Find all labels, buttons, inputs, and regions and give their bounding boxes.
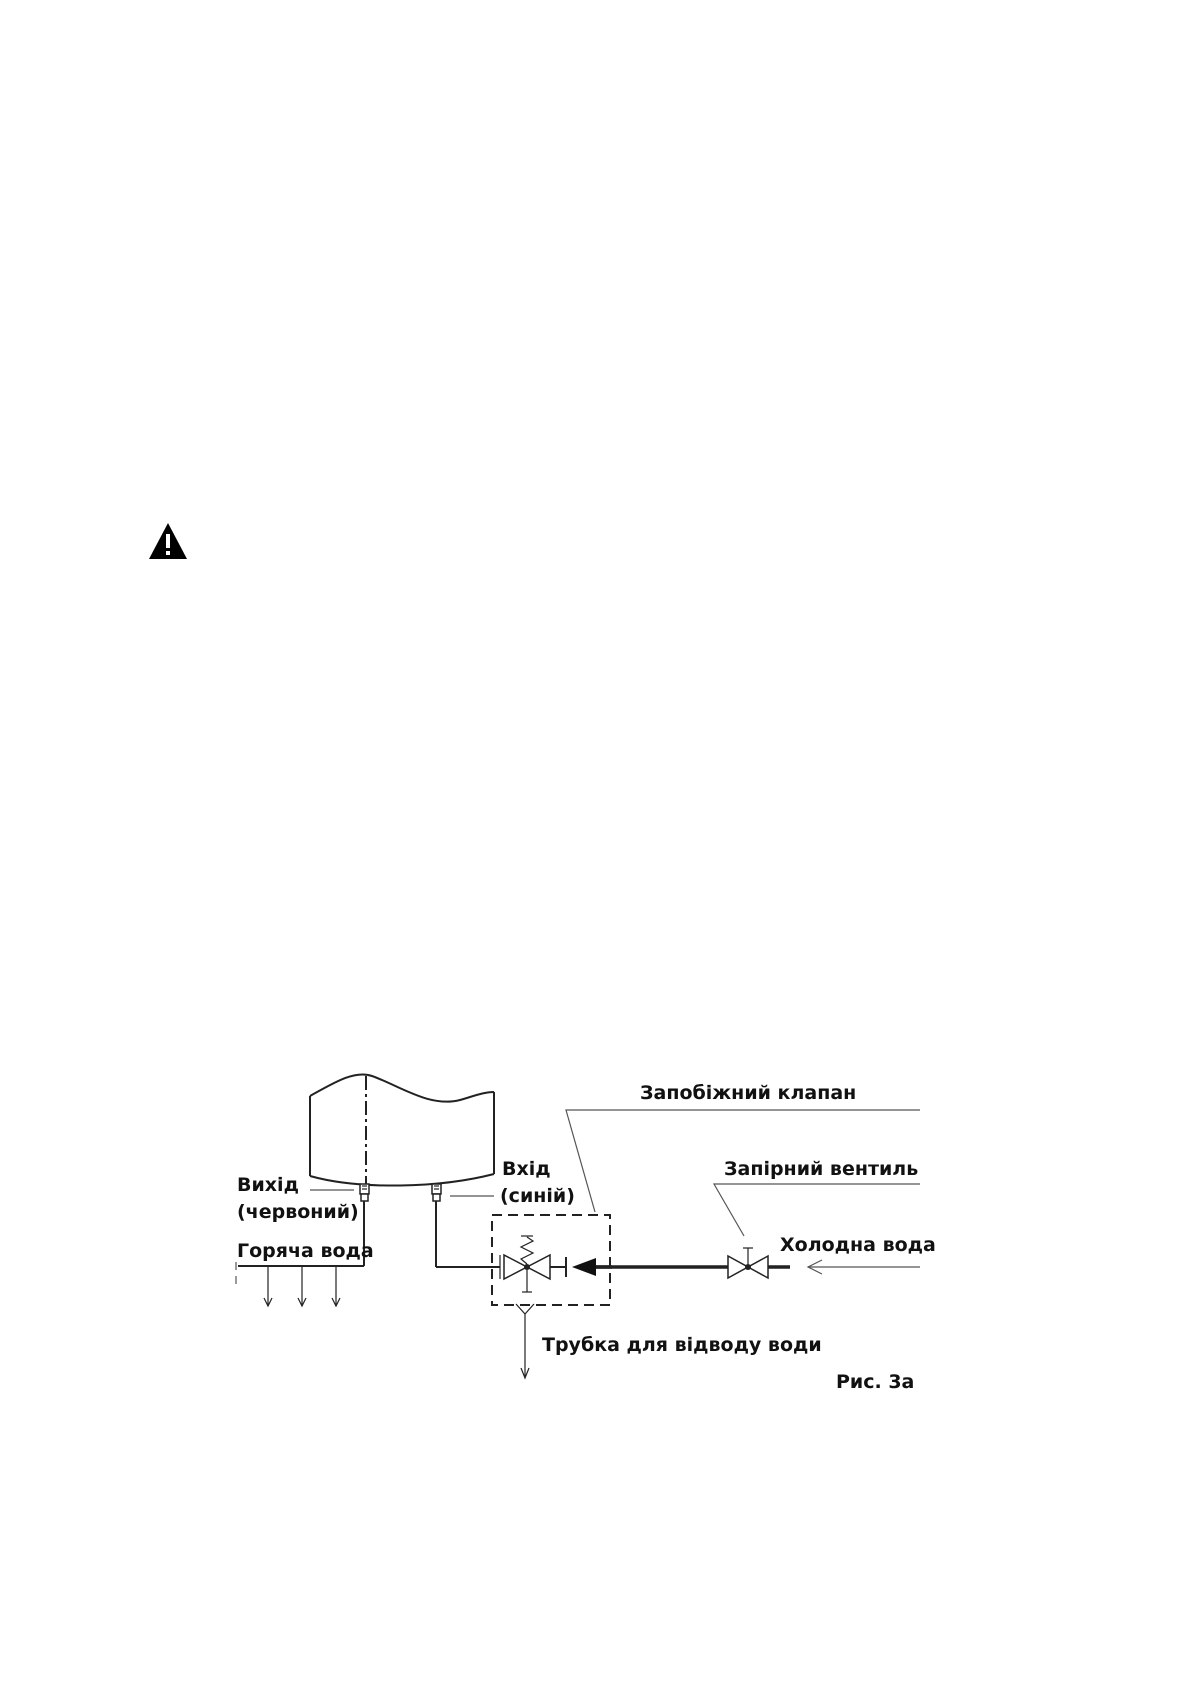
safety-valve-leader-line: [565, 1109, 920, 1213]
cold-water-pipe: [435, 1201, 790, 1269]
shutoff-valve-leader-line: [712, 1183, 920, 1237]
hot-water-pipe: [235, 1201, 365, 1308]
water-heater-tank: [309, 1073, 495, 1187]
outlet-label: Вихід: [237, 1174, 299, 1196]
drain-tube-label: Трубка для відводу води: [542, 1334, 822, 1356]
outlet-fitting: [359, 1183, 370, 1202]
shutoff-valve-label: Запірний вентиль: [724, 1158, 918, 1180]
cold-water-inlet-arrow: [806, 1259, 920, 1275]
inlet-fitting: [431, 1183, 442, 1202]
warning-triangle-icon: [149, 523, 187, 559]
drain-tube: [515, 1303, 535, 1380]
safety-valve-label: Запобіжний клапан: [640, 1082, 856, 1104]
inlet-label: Вхід: [502, 1158, 551, 1180]
inlet-color-label: (синій): [500, 1185, 575, 1207]
figure-caption: Рис. 3а: [836, 1371, 914, 1393]
shutoff-valve: [727, 1247, 769, 1280]
safety-valve-assembly: [491, 1214, 612, 1306]
hot-water-label: Горяча вода: [237, 1240, 374, 1262]
outlet-color-label: (червоний): [237, 1201, 359, 1223]
cold-water-label: Холодна вода: [780, 1234, 936, 1256]
